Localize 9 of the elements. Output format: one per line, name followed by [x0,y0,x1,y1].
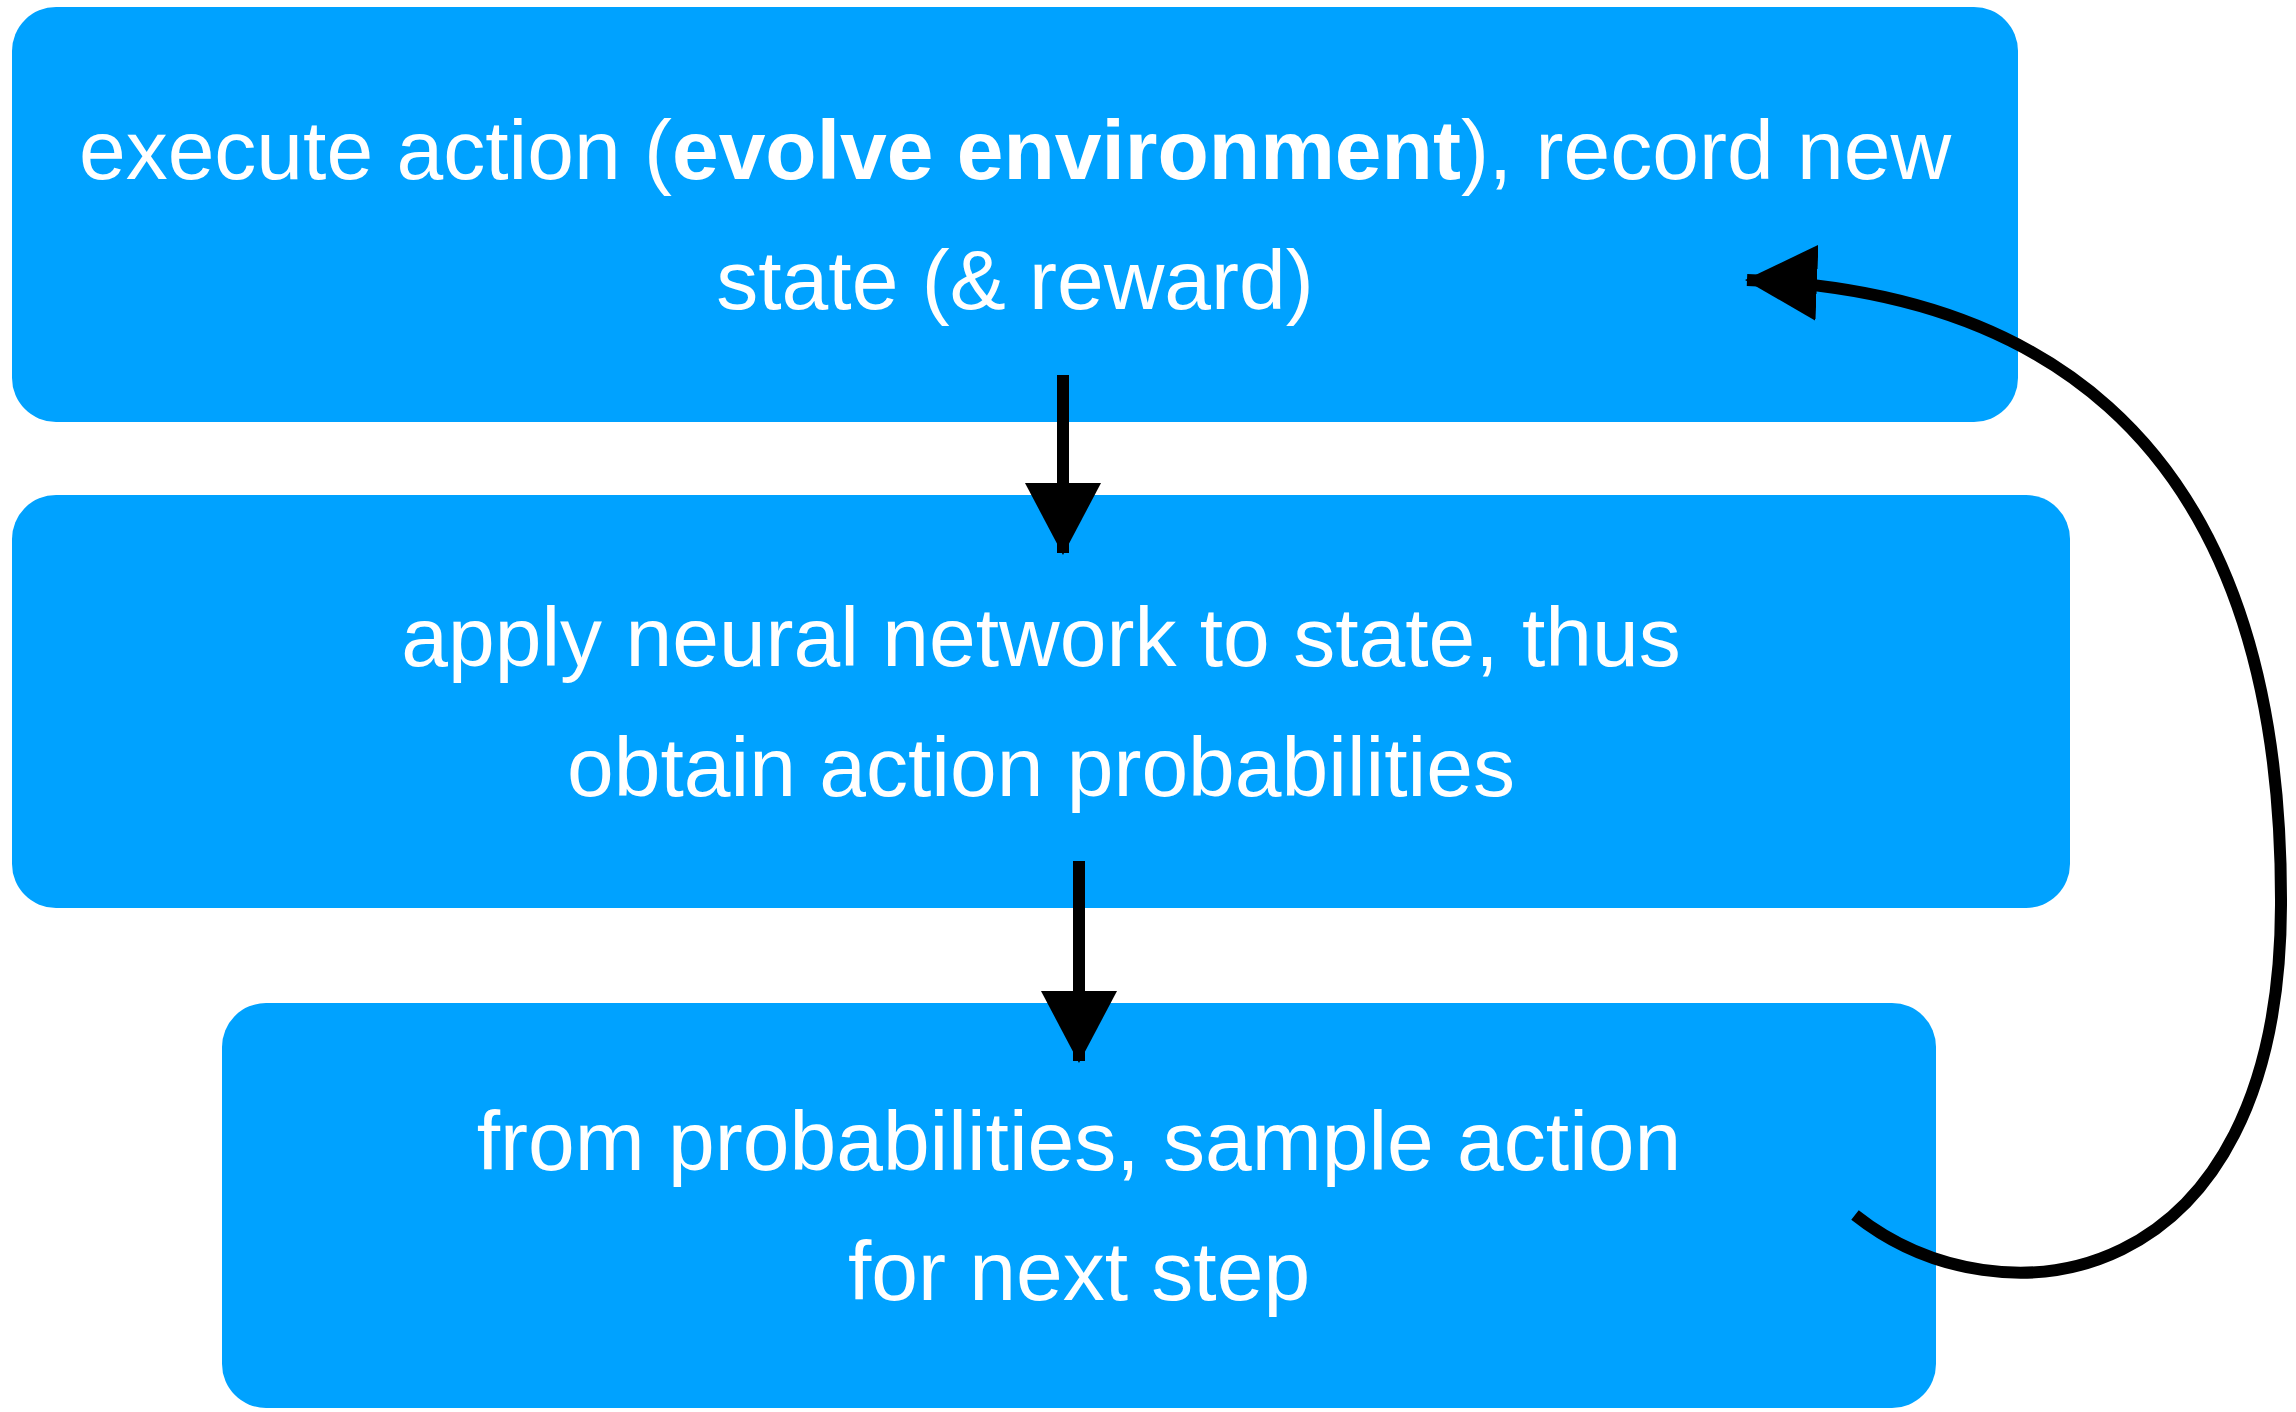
arrow [1025,375,1101,555]
process-box [12,495,2070,908]
box-text: from probabilities, sample action for next step [475,1092,1683,1320]
box-text: apply neural network to state, thus obtain action probabilities [400,588,1682,816]
box-text: execute action (evolve environment), record new state (& reward) [77,101,1953,329]
process-box [222,1003,1936,1408]
process-box [12,7,2018,422]
arrow [1041,861,1117,1063]
arrow [1745,247,2287,1279]
